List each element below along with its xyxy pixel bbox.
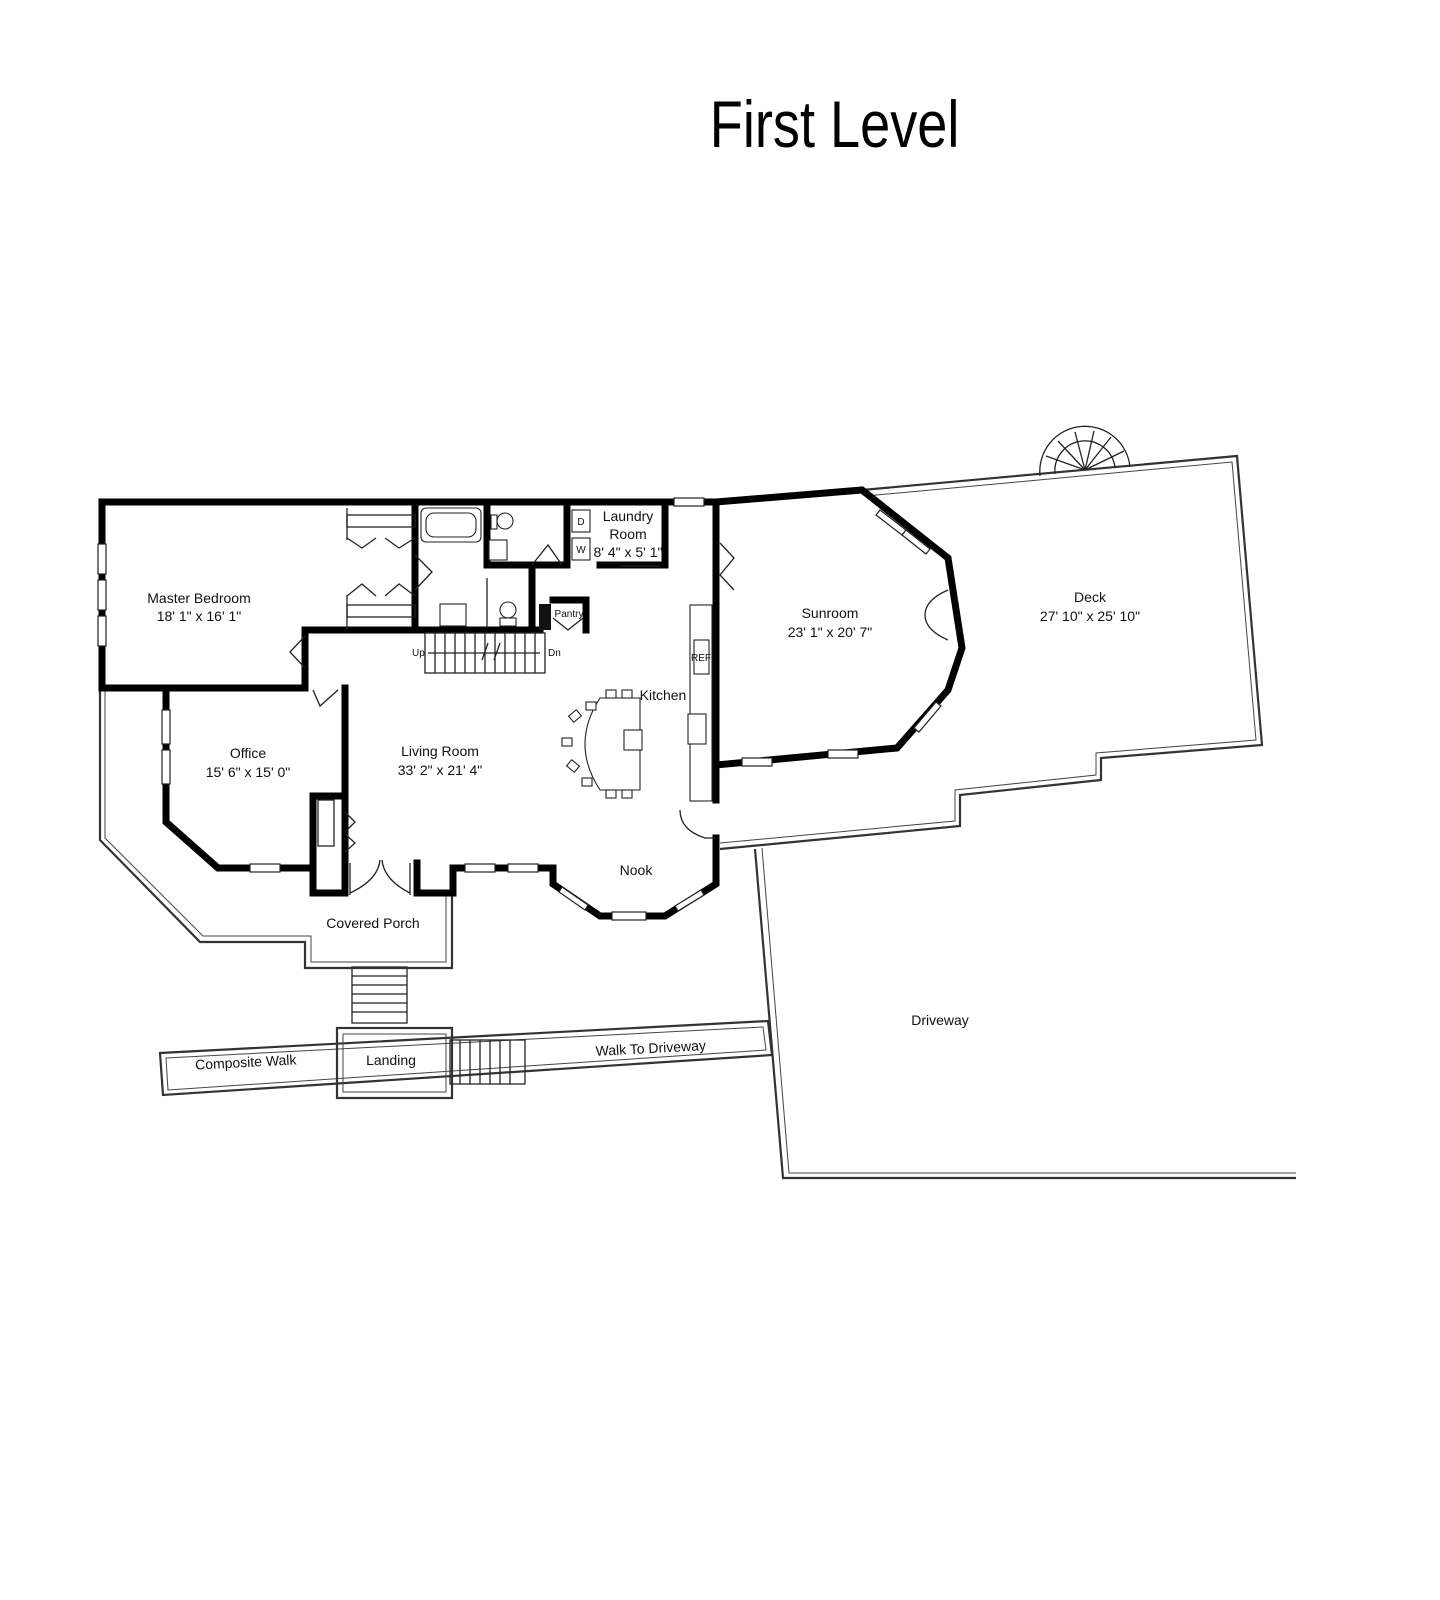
landing-outline: [335, 1026, 454, 1100]
landing-name: Landing: [366, 1052, 416, 1068]
living-room: Living Room 33' 2" x 21' 4": [398, 743, 483, 778]
pantry-name: Pantry: [555, 609, 584, 620]
bath-fixtures: [420, 507, 563, 628]
composite-walk-name: Composite Walk: [195, 1051, 298, 1072]
kitchen-fixtures: REF: [561, 604, 713, 802]
sunroom-dims: 23' 1" x 20' 7": [788, 624, 873, 640]
office: Office 15' 6" x 15' 0": [206, 745, 291, 780]
master-bedroom-dims: 18' 1" x 16' 1": [157, 608, 242, 624]
house-walls: [98, 486, 966, 920]
nook: Nook: [620, 862, 654, 878]
nook-name: Nook: [620, 862, 654, 878]
master-bedroom: Master Bedroom 18' 1" x 16' 1": [147, 590, 250, 624]
porch-outline: [98, 690, 454, 970]
dryer-label: D: [577, 517, 584, 528]
master-bedroom-name: Master Bedroom: [147, 590, 250, 606]
laundry-room: Laundry Room 8' 4" x 5' 1": [594, 508, 663, 560]
doors: [289, 542, 949, 895]
closets: [317, 508, 433, 853]
covered-porch: Covered Porch: [326, 915, 419, 931]
walk-outline: [158, 1019, 774, 1097]
covered-porch-name: Covered Porch: [326, 915, 419, 931]
living-room-name: Living Room: [401, 743, 479, 759]
pantry-room: Pantry: [555, 609, 584, 620]
sunroom: Sunroom 23' 1" x 20' 7": [788, 605, 873, 640]
walk-to-driveway: Walk To Driveway: [595, 1037, 706, 1059]
pantry: [539, 604, 584, 631]
deck-dims: 27' 10" x 25' 10": [1040, 608, 1140, 624]
deck: Deck 27' 10" x 25' 10": [1040, 589, 1140, 624]
laundry-room-name-2: Room: [609, 526, 646, 542]
kitchen: Kitchen: [640, 687, 687, 703]
kitchen-name: Kitchen: [640, 687, 687, 703]
driveway-outline: [753, 847, 1296, 1180]
composite-walk: Composite Walk: [195, 1051, 298, 1072]
walk-to-driveway-name: Walk To Driveway: [595, 1037, 706, 1059]
living-room-dims: 33' 2" x 21' 4": [398, 762, 483, 778]
office-dims: 15' 6" x 15' 0": [206, 764, 291, 780]
porch-stairs: [351, 966, 408, 1024]
deck-name: Deck: [1074, 589, 1107, 605]
driveway: Driveway: [911, 1012, 969, 1028]
driveway-name: Driveway: [911, 1012, 969, 1028]
refrigerator-label: REF: [691, 653, 711, 664]
walk-stairs: [449, 1039, 526, 1085]
landing: Landing: [366, 1052, 416, 1068]
spiral-stair: [1039, 425, 1131, 477]
windows: [97, 497, 942, 921]
laundry-room-dims: 8' 4" x 5' 1": [594, 544, 663, 560]
washer-label: W: [576, 545, 586, 556]
plan-title: First Level: [710, 87, 960, 161]
sunroom-name: Sunroom: [802, 605, 859, 621]
stairs-down-label: Dn: [548, 648, 561, 659]
deck-outline: [719, 454, 1264, 851]
stairs-up-label: Up: [412, 648, 425, 659]
laundry-fixtures: D W: [571, 509, 660, 567]
laundry-room-name-1: Laundry: [603, 508, 654, 524]
office-name: Office: [230, 745, 267, 761]
main-stairs: Up Dn: [412, 632, 561, 674]
